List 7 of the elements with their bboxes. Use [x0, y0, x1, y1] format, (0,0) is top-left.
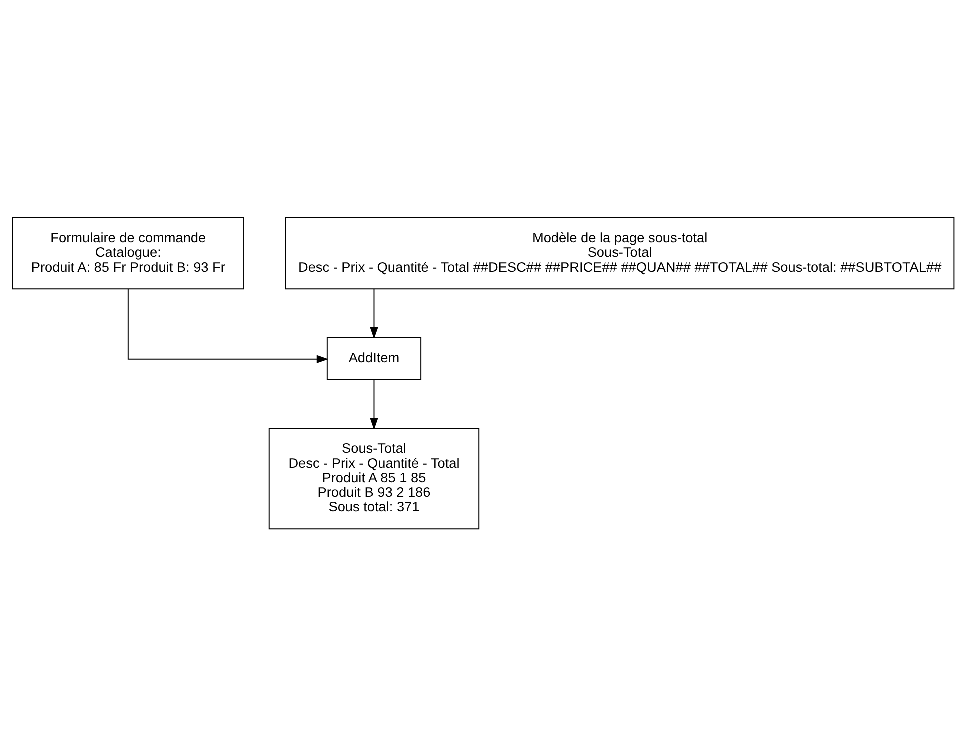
arrow — [370, 379, 378, 430]
node-box: AddItem — [326, 336, 422, 380]
node-box: Sous-Total Desc - Prix - Quantité - Total Produit A 85 1 85 Produit B 93 2 186 Sous total: 371 — [268, 428, 480, 530]
arrow — [128, 288, 329, 363]
node-box: Modèle de la page sous-total Sous-Total Desc - Prix - Quantité - Total ##DESC## ##PRICE## ##QUAN## ##TOTAL## Sous-total: ##SUBTOTAL## — [285, 216, 955, 290]
arrow — [370, 288, 378, 339]
node-box: Formulaire de commande Catalogue: Produit A: 85 Fr Produit B: 93 Fr — [12, 216, 244, 290]
